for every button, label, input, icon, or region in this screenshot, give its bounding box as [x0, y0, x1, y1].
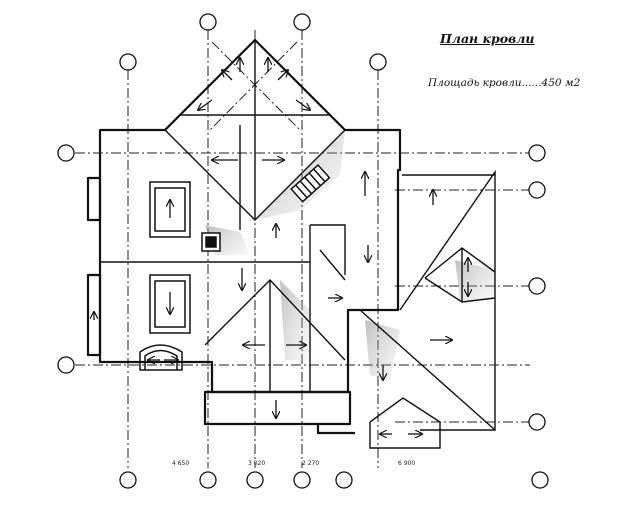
axis-bubble-icon	[335, 471, 353, 489]
axis-bubble-icon	[369, 53, 387, 71]
axis-bubble-icon	[199, 471, 217, 489]
axis-bubble-icon	[293, 13, 311, 31]
axis-bubble-icon	[199, 13, 217, 31]
dormer-window-3	[139, 344, 183, 371]
dormers	[139, 181, 191, 371]
chimneys	[201, 163, 331, 252]
axis-bubble-icon	[528, 144, 546, 162]
axis-bubble-icon	[528, 277, 546, 295]
dimension-label-1: 4 650	[172, 460, 190, 467]
axis-bubble-icon	[119, 471, 137, 489]
axis-bubble-icon	[119, 53, 137, 71]
roof-area-label: Площадь кровли......450 м2	[428, 77, 581, 89]
axis-bubble-icon	[528, 181, 546, 199]
dormer-window-2	[149, 274, 191, 334]
dimension-label-4: 6 900	[398, 460, 416, 467]
skylight-icon	[201, 232, 221, 252]
axis-bubble-icon	[57, 356, 75, 374]
roof-shading	[205, 130, 495, 380]
chimney-icon	[290, 163, 331, 203]
axis-bubble-icon	[528, 413, 546, 431]
dormer-window-1	[149, 181, 191, 238]
axis-bubble-icon	[246, 471, 264, 489]
building-outline	[86, 38, 402, 435]
slope-arrows	[94, 58, 468, 434]
plan-title: План кровли	[440, 31, 535, 46]
axis-bubbles	[57, 13, 549, 489]
roof-lines	[100, 40, 496, 449]
dimension-label-2: 3 020	[248, 460, 266, 467]
dimension-label-3: 2 270	[302, 460, 320, 467]
axis-bubble-icon	[57, 144, 75, 162]
axis-bubble-icon	[293, 471, 311, 489]
axis-bubble-icon	[531, 471, 549, 489]
